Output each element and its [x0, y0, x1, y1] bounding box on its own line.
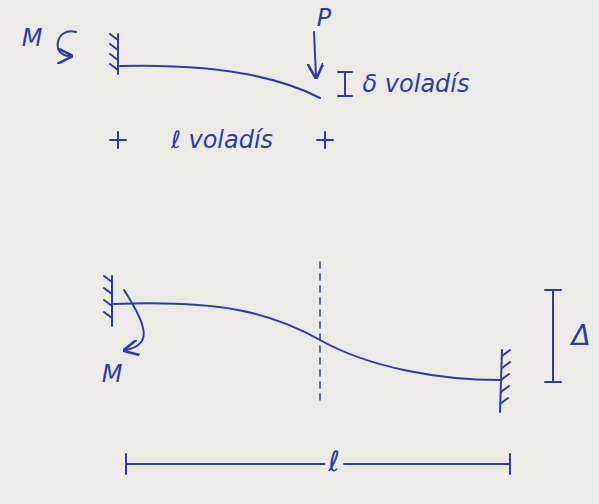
load-label: P — [314, 5, 334, 31]
beam-deflected — [114, 303, 500, 380]
moment-arrow — [58, 31, 76, 56]
cantilever-beam — [120, 66, 320, 98]
moment-label: M — [99, 361, 126, 387]
midspan-line — [319, 262, 321, 405]
span-label: ℓ voladís — [168, 127, 276, 153]
support-hatch — [104, 276, 112, 318]
moment-label: M — [19, 25, 46, 51]
support-hatch — [110, 34, 118, 70]
moment-arrow — [124, 290, 144, 350]
span-dimension — [126, 454, 510, 474]
load-arrow — [314, 32, 316, 76]
span-label: ℓ — [325, 447, 343, 478]
deflection-label: δ voladís — [360, 71, 473, 97]
deflection-bracket — [338, 72, 352, 96]
displacement-bracket — [545, 290, 561, 382]
displacement-label: Δ — [568, 321, 593, 352]
support-hatch — [500, 350, 510, 404]
